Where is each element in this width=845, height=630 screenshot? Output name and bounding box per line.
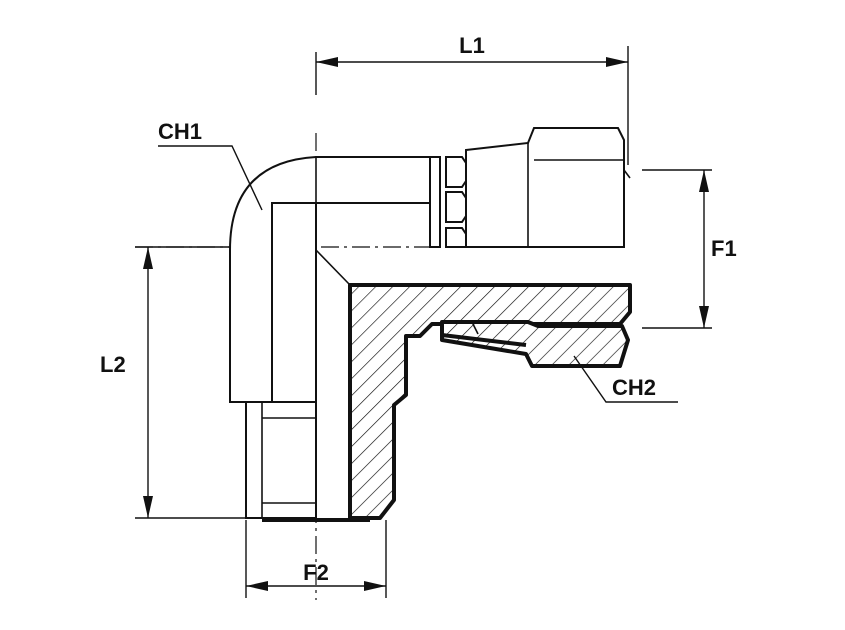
label-ch1: CH1 bbox=[158, 119, 202, 144]
l2-arrow-bottom bbox=[143, 496, 153, 518]
swivel-nut bbox=[429, 127, 631, 248]
dimension-l2 bbox=[135, 246, 246, 519]
section-nut-inner bbox=[471, 321, 479, 335]
l1-arrow-right bbox=[606, 57, 628, 67]
f1-arrow-bottom bbox=[699, 306, 709, 328]
f2-arrow-right bbox=[364, 581, 386, 591]
dimension-f1 bbox=[642, 169, 712, 329]
section-nut-hatched bbox=[440, 320, 630, 368]
label-f2: F2 bbox=[303, 560, 329, 585]
nut-flats bbox=[445, 156, 467, 248]
dimension-labels: L1 CH1 F1 L2 CH2 F2 bbox=[100, 33, 737, 585]
section-seal-line bbox=[441, 333, 527, 347]
l1-arrow-left bbox=[316, 57, 338, 67]
label-ch2: CH2 bbox=[612, 375, 656, 400]
dimension-l1 bbox=[315, 46, 629, 165]
leaders bbox=[158, 145, 678, 403]
section-view bbox=[315, 249, 632, 520]
ch2-leader bbox=[573, 355, 678, 403]
section-diagonal bbox=[315, 249, 351, 286]
nut-chamfer bbox=[623, 169, 631, 179]
label-l1: L1 bbox=[459, 33, 485, 58]
label-l2: L2 bbox=[100, 352, 126, 377]
f1-arrow-top bbox=[699, 170, 709, 192]
label-f1: F1 bbox=[711, 236, 737, 261]
f2-arrow-left bbox=[246, 581, 268, 591]
nut-hex-body bbox=[465, 127, 625, 248]
male-thread-outer bbox=[245, 401, 317, 519]
dimension-f2 bbox=[245, 520, 387, 598]
l2-arrow-top bbox=[143, 247, 153, 269]
elbow-body bbox=[229, 156, 430, 518]
elbow-tube-straight bbox=[271, 202, 317, 403]
ch1-leader bbox=[158, 145, 263, 211]
section-body-hatched bbox=[348, 283, 632, 520]
male-thread-end bbox=[245, 401, 370, 522]
nut-collar bbox=[429, 156, 441, 248]
